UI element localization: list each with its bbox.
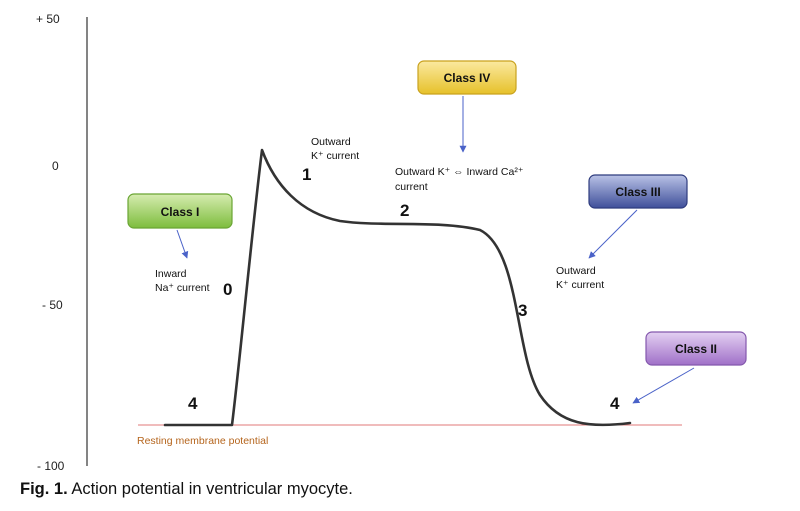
phase-label-0: 0 [223, 280, 232, 299]
figure-caption-prefix: Fig. 1. [20, 480, 68, 498]
outward-k-inward-ca-line-1: Outward K⁺ ⇔ Inward Ca²⁺ [395, 166, 523, 178]
class-i-arrow [176, 229, 189, 259]
outward-k-current-label-3: Outward K⁺ current [556, 265, 604, 291]
class-ii-box: Class II [645, 331, 747, 366]
outward-k-3-line-2: K⁺ current [556, 279, 604, 291]
class-iii-box: Class III [588, 174, 688, 209]
inward-na-current-label: Inward Na⁺ current [155, 268, 210, 294]
class-i-rect [127, 193, 233, 229]
y-tick-label-minus-100: - 100 [37, 459, 65, 473]
inward-na-line-1: Inward [155, 268, 187, 280]
resting-potential-label: Resting membrane potential [137, 435, 268, 447]
class-iv-rect [417, 60, 517, 95]
phase-label-4-right: 4 [610, 394, 620, 413]
class-i-label: Class I [161, 205, 200, 219]
inward-na-line-2: Na⁺ current [155, 282, 210, 294]
outward-k-3-line-1: Outward [556, 265, 596, 277]
outward-k-1-line-2: K⁺ current [311, 150, 359, 162]
outward-k-1-line-1: Outward [311, 136, 351, 148]
outward-k-inward-ca-line-2: current [395, 181, 428, 193]
phase-label-2: 2 [400, 201, 409, 220]
action-potential-curve [163, 148, 632, 427]
class-iii-arrow [588, 209, 638, 259]
y-tick-label-50: + 50 [36, 12, 60, 26]
class-i-box: Class I [127, 193, 233, 229]
figure-caption: Fig. 1. Action potential in ventricular … [20, 480, 353, 499]
phase-label-1: 1 [302, 165, 311, 184]
class-iv-box: Class IV [417, 60, 517, 95]
phase-label-3: 3 [518, 301, 527, 320]
outward-k-current-label-1: Outward K⁺ current [311, 136, 359, 162]
y-tick-label-minus-50: - 50 [42, 298, 63, 312]
outward-k-inward-ca-label: Outward K⁺ ⇔ Inward Ca²⁺ current [395, 166, 526, 193]
class-iii-rect [588, 174, 688, 209]
class-iv-label: Class IV [444, 71, 491, 85]
class-iii-label: Class III [615, 185, 660, 199]
y-tick-label-0: 0 [52, 159, 59, 173]
class-ii-arrow [632, 367, 695, 404]
phase-label-4-left: 4 [188, 394, 198, 413]
class-ii-rect [645, 331, 747, 366]
figure-caption-text: Action potential in ventricular myocyte. [67, 480, 353, 498]
class-ii-label: Class II [675, 342, 717, 356]
